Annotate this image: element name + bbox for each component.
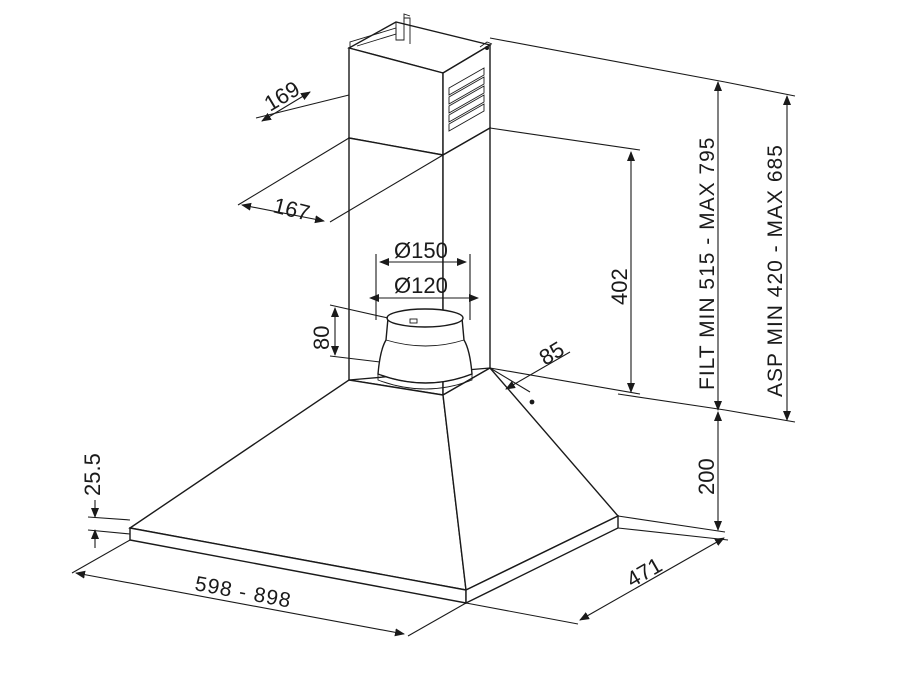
screw-icon xyxy=(485,46,489,50)
dim-402-label: 402 xyxy=(607,268,632,305)
dim-80: 80 xyxy=(309,304,389,363)
vent-slots-icon xyxy=(448,67,485,132)
dim-80-label: 80 xyxy=(309,326,334,350)
dim-471-label: 471 xyxy=(622,552,666,592)
dim-200-label: 200 xyxy=(694,458,719,495)
dim-120: Ø120 xyxy=(369,273,479,302)
dim-filt: FILT MIN 515 - MAX 795 xyxy=(489,37,726,411)
dim-asp: ASP MIN 420 - MAX 685 xyxy=(724,81,796,423)
dim-85-label: 85 xyxy=(535,336,569,370)
screw-icon xyxy=(529,399,535,405)
dim-asp-label: ASP MIN 420 - MAX 685 xyxy=(764,144,787,397)
dim-150-label: Ø150 xyxy=(394,238,448,263)
canopy xyxy=(128,367,620,605)
dim-169-label: 169 xyxy=(260,76,304,116)
dim-filt-label: FILT MIN 515 - MAX 795 xyxy=(696,137,719,390)
dim-width-label: 598 - 898 xyxy=(193,572,293,612)
dim-200: 200 xyxy=(617,411,726,533)
dim-120-label: Ø120 xyxy=(394,273,448,298)
upper-chimney xyxy=(347,13,493,157)
outlet-collar xyxy=(377,308,473,390)
dim-25-5-label: 25.5 xyxy=(80,453,105,496)
dim-25-5: 25.5 xyxy=(80,453,131,548)
dim-402: 402 xyxy=(489,127,641,395)
dim-169: 169 xyxy=(255,76,350,122)
dim-150: Ø150 xyxy=(375,238,471,320)
dim-167-label: 167 xyxy=(271,193,313,226)
